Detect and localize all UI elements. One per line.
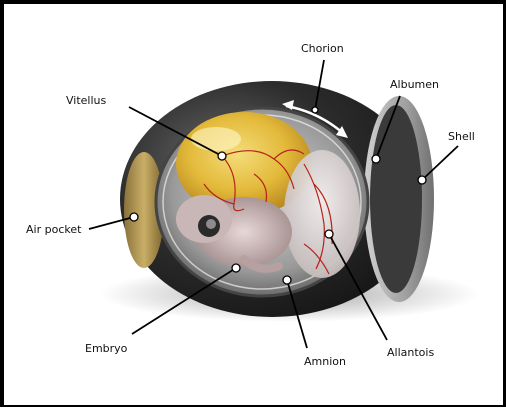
label-vitellus: Vitellus xyxy=(66,94,107,107)
embryo-eye-highlight xyxy=(206,219,216,229)
label-amnion: Amnion xyxy=(304,355,346,368)
dot-shell xyxy=(418,176,426,184)
shell-rim-inner xyxy=(370,105,422,293)
dot-chorion xyxy=(312,107,318,113)
egg-diagram: Chorion Albumen Vitellus Shell Air pocke… xyxy=(4,4,506,411)
dot-allantois xyxy=(325,230,333,238)
label-air-pocket: Air pocket xyxy=(26,223,82,236)
label-albumen: Albumen xyxy=(390,78,439,91)
dot-vitellus xyxy=(218,152,226,160)
label-embryo: Embryo xyxy=(85,342,128,355)
label-allantois: Allantois xyxy=(387,346,434,359)
dot-amnion xyxy=(283,276,291,284)
label-shell: Shell xyxy=(448,130,475,143)
dot-embryo xyxy=(232,264,240,272)
dot-albumen xyxy=(372,155,380,163)
yolk-highlight xyxy=(191,127,241,151)
dot-air-pocket xyxy=(130,213,138,221)
label-chorion: Chorion xyxy=(301,42,344,55)
